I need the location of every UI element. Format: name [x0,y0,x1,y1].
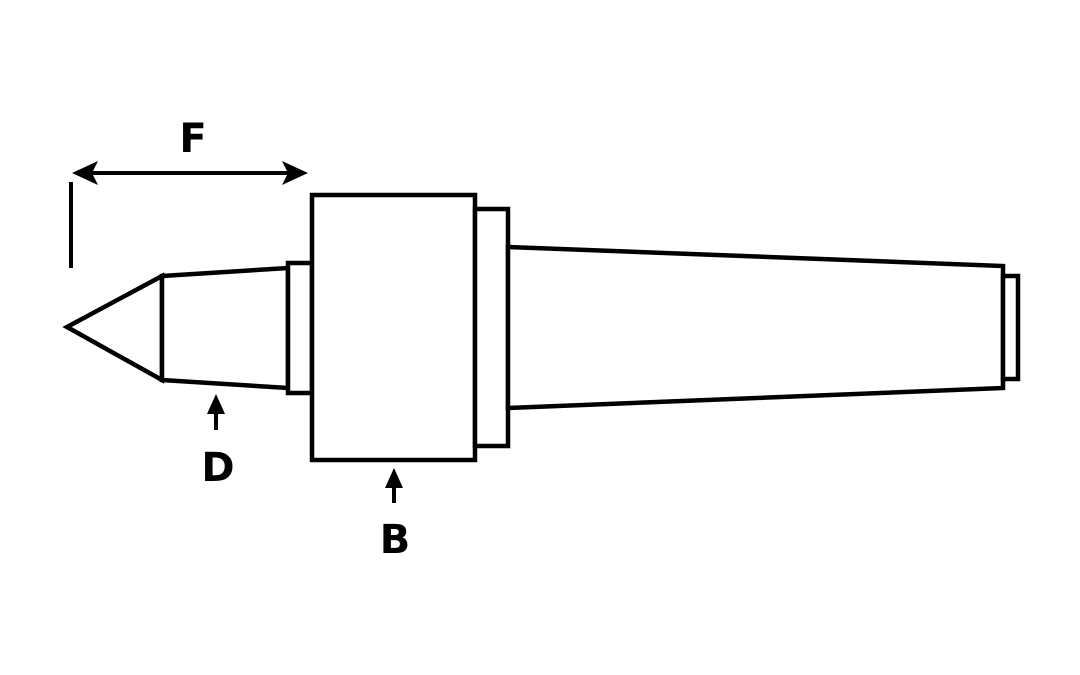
bearing-housing [309,192,478,463]
dimension-f: F [69,116,308,268]
point-collar [285,260,315,396]
dimension-d-arrowhead [207,394,225,414]
shank-end-tang [1000,273,1021,382]
center-tip-cone [62,272,165,384]
dimension-f-arrowhead-right [282,161,308,185]
dimension-b-arrowhead [385,468,403,488]
dimension-b-label: B [380,517,411,563]
dimension-b: B [380,468,411,563]
dimension-d: D [201,394,235,491]
dimension-d-label: D [201,445,234,491]
housing-flange [472,206,511,449]
taper-shank [505,244,1006,411]
point-body [159,265,291,391]
dimension-f-label: F [179,116,206,162]
dimension-f-arrowhead-left [72,161,98,185]
